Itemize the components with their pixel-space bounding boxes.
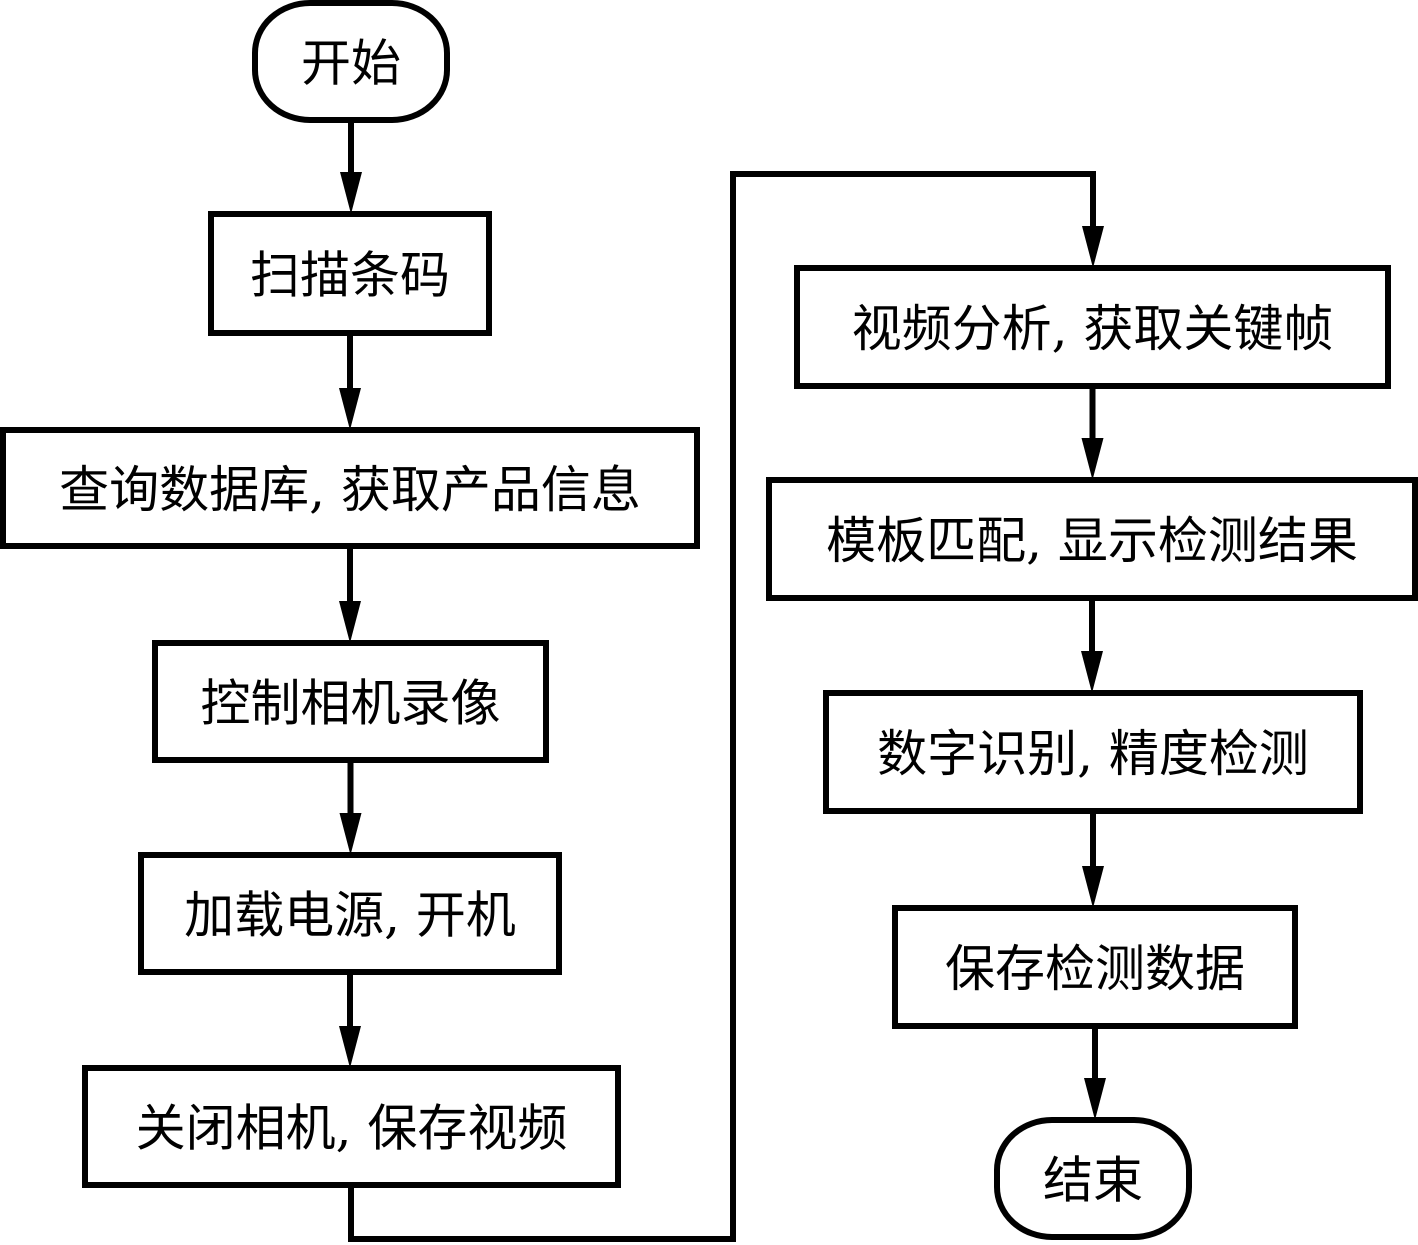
arrowhead-icon [1084, 1078, 1106, 1120]
node-label: 模板匹配, 显示检测结果 [826, 512, 1358, 570]
node-close: 关闭相机, 保存视频 [82, 1065, 621, 1188]
node-end: 结束 [994, 1117, 1192, 1240]
process-box [82, 1065, 621, 1188]
edge-match-to-recognize [1081, 598, 1103, 693]
node-query: 查询数据库, 获取产品信息 [0, 427, 700, 549]
edges-layer [339, 120, 1106, 1242]
node-record: 控制相机录像 [152, 640, 549, 763]
edge-close-to-analyze [348, 171, 1104, 1242]
node-label: 控制相机录像 [201, 675, 501, 733]
node-label: 数字识别, 精度检测 [877, 725, 1309, 783]
edge-analyze-to-match [1081, 386, 1104, 480]
edge-save-to-end [1084, 1026, 1106, 1120]
node-label: 关闭相机, 保存视频 [136, 1100, 568, 1158]
arrowhead-icon [1081, 438, 1104, 480]
process-box [138, 852, 562, 975]
terminal-shape [994, 1117, 1192, 1240]
node-label: 开始 [301, 35, 401, 93]
node-label: 加载电源, 开机 [184, 887, 516, 945]
terminal-shape [252, 0, 450, 123]
node-label: 视频分析, 获取关键帧 [852, 300, 1334, 358]
edge-scan-to-query [339, 333, 361, 430]
process-box [152, 640, 549, 763]
process-box [892, 905, 1298, 1029]
node-match: 模板匹配, 显示检测结果 [766, 477, 1418, 601]
edge-power-to-close [339, 972, 361, 1068]
arrowhead-icon [339, 813, 362, 855]
node-label: 查询数据库, 获取产品信息 [59, 461, 641, 519]
arrowhead-icon [1082, 866, 1104, 908]
node-label: 保存检测数据 [945, 940, 1245, 998]
node-label: 结束 [1043, 1152, 1143, 1210]
node-power: 加载电源, 开机 [138, 852, 562, 975]
process-box [794, 265, 1391, 389]
arrowhead-icon [339, 1026, 361, 1068]
node-save: 保存检测数据 [892, 905, 1298, 1029]
connector-line [348, 171, 1096, 1242]
process-box [0, 427, 700, 549]
arrowhead-icon [1082, 226, 1104, 268]
process-box [208, 211, 492, 336]
node-start: 开始 [252, 0, 450, 123]
arrowhead-icon [340, 172, 362, 214]
node-scan: 扫描条码 [208, 211, 492, 336]
edge-start-to-scan [340, 120, 362, 214]
arrowhead-icon [339, 601, 361, 643]
process-box [823, 690, 1363, 814]
arrowhead-icon [339, 388, 361, 430]
edge-record-to-power [339, 760, 362, 855]
process-box [766, 477, 1418, 601]
node-label: 扫描条码 [250, 247, 450, 305]
arrowhead-icon [1081, 651, 1103, 693]
node-analyze: 视频分析, 获取关键帧 [794, 265, 1391, 389]
edge-recognize-to-save [1082, 811, 1104, 908]
edge-query-to-record [339, 546, 361, 643]
node-recognize: 数字识别, 精度检测 [823, 690, 1363, 814]
